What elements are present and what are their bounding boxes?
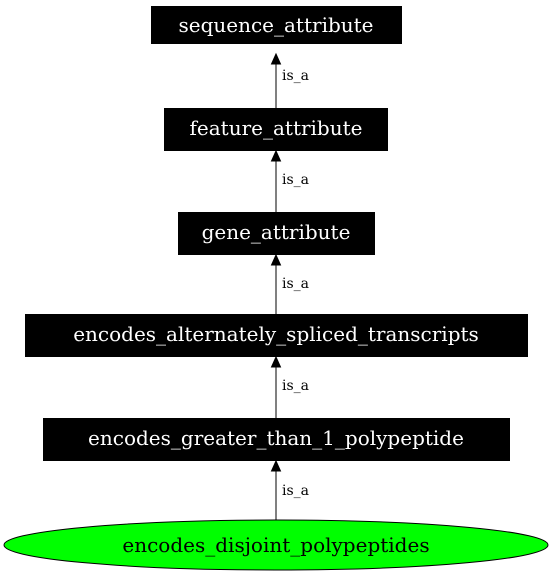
edge-label: is_a: [282, 483, 309, 499]
node-label: gene_attribute: [202, 220, 351, 244]
node-sequence-attribute[interactable]: sequence_attribute: [151, 6, 402, 44]
node-label: encodes_disjoint_polypeptides: [122, 533, 429, 557]
edge-label: is_a: [282, 68, 309, 84]
node-box: [151, 6, 402, 44]
node-feature-attribute[interactable]: feature_attribute: [164, 108, 388, 151]
node-box: [43, 418, 510, 461]
node-encodes-disjoint-polypeptides[interactable]: encodes_disjoint_polypeptides: [3, 519, 549, 571]
node-encodes-alternately-spliced-transcripts[interactable]: encodes_alternately_spliced_transcripts: [25, 314, 528, 357]
edge-gene-to-feature: is_a: [270, 149, 309, 212]
edge-label: is_a: [282, 172, 309, 188]
node-encodes-greater-than-1-polypeptide[interactable]: encodes_greater_than_1_polypeptide: [43, 418, 510, 461]
node-box: [178, 212, 375, 255]
edge-alt-spliced-to-gene: is_a: [270, 253, 309, 314]
edge-label: is_a: [282, 378, 309, 394]
node-box: [164, 108, 388, 151]
node-ellipse: [3, 519, 549, 571]
arrowhead-icon: [270, 149, 282, 162]
arrowhead-icon: [270, 355, 282, 368]
node-label: sequence_attribute: [178, 13, 373, 37]
node-label: encodes_greater_than_1_polypeptide: [88, 426, 464, 450]
arrowhead-icon: [270, 52, 282, 65]
node-gene-attribute[interactable]: gene_attribute: [178, 212, 375, 255]
node-label: feature_attribute: [190, 116, 363, 140]
node-box: [25, 314, 528, 357]
edge-greater-than-1-to-alt-spliced: is_a: [270, 355, 309, 418]
arrowhead-icon: [270, 459, 282, 472]
edge-label: is_a: [282, 276, 309, 292]
edge-feature-to-sequence: is_a: [270, 52, 309, 108]
edge-disjoint-to-greater-than-1: is_a: [270, 459, 309, 520]
arrowhead-icon: [270, 253, 282, 266]
node-label: encodes_alternately_spliced_transcripts: [73, 322, 479, 346]
